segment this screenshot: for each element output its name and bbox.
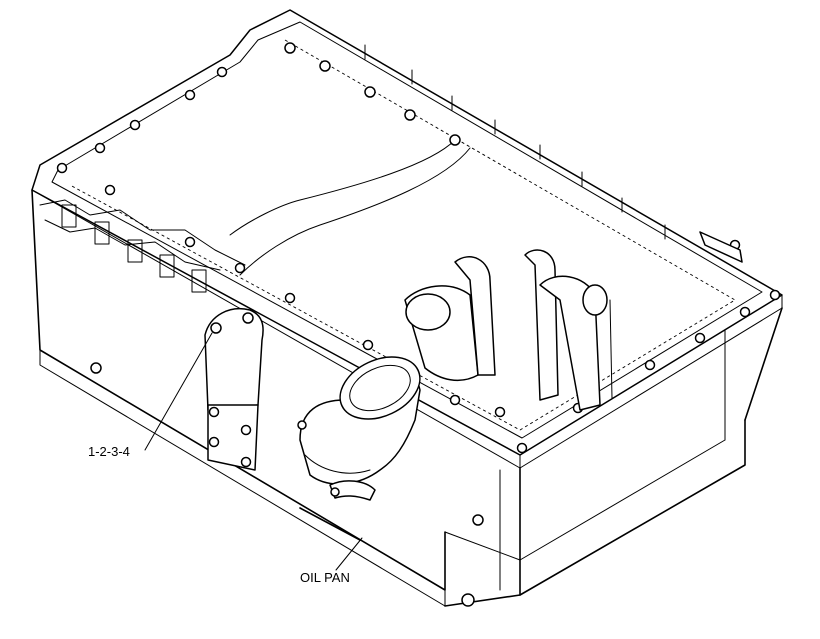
bolt-icon: [240, 424, 252, 436]
bolt-icon: [184, 89, 196, 101]
bolt-icon: [284, 42, 296, 54]
assembly-callout-leader: [335, 537, 363, 571]
bolt-icon: [104, 184, 116, 196]
bolt-icon: [242, 312, 254, 324]
bolt-icon: [129, 119, 141, 131]
bolt-icon: [208, 436, 220, 448]
bolt-icon: [234, 262, 246, 274]
bolt-icon: [404, 109, 416, 121]
bolt-icon: [494, 406, 506, 418]
bolt-icon: [330, 487, 340, 497]
bolt-icon: [694, 332, 706, 344]
bolt-icon: [644, 359, 656, 371]
cover-plate: [204, 308, 264, 471]
bolt-icon: [210, 322, 222, 334]
bolt-icon: [449, 134, 461, 146]
rear-bracket: [699, 231, 743, 263]
bolt-icon: [364, 86, 376, 98]
bolt-icon: [769, 289, 781, 301]
suction-tubes: [404, 249, 613, 411]
bolt-icon: [461, 593, 475, 607]
rim-studs: [364, 44, 666, 240]
bolt-icon: [184, 236, 196, 248]
bolt-icon: [362, 339, 374, 351]
bolt-icon: [297, 420, 307, 430]
bolt-icon: [284, 292, 296, 304]
bolt-icon: [90, 362, 102, 374]
cover-seam: [229, 139, 471, 276]
inner-ribs: [39, 199, 246, 293]
bolt-icon: [94, 142, 106, 154]
part-callout-label: 1-2-3-4: [88, 444, 130, 459]
bolt-icon: [216, 66, 228, 78]
bolt-icon: [449, 394, 461, 406]
assembly-callout-label: OIL PAN: [300, 570, 350, 585]
bolt-icon: [516, 442, 528, 454]
part-callout-leader: [144, 332, 213, 451]
clamp-icon: [329, 480, 376, 501]
bolt-icon: [208, 406, 220, 418]
bolt-icon: [56, 162, 68, 174]
pipe-elbow-icon: [297, 356, 421, 501]
bolt-icon: [319, 60, 331, 72]
bolt-icon: [240, 456, 252, 468]
bolt-icon: [472, 514, 484, 526]
bolt-icon: [739, 306, 751, 318]
oil-pan-left-wall: [31, 189, 446, 607]
